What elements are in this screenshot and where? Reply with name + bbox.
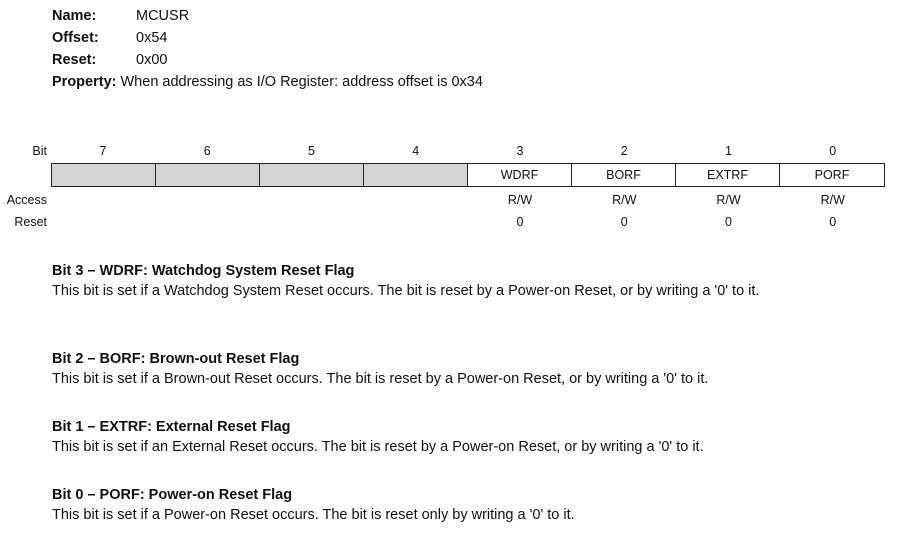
access-value-1: R/W [716,193,741,207]
section-body-borf: This bit is set if a Brown-out Reset occ… [52,371,709,387]
reset-value-2: 0 [620,215,628,229]
bit-name-cell-3: WDRF [468,164,572,186]
bit-number-7: 7 [99,144,107,158]
reserved-bit-cell-4 [364,164,468,186]
bit-name-cell-0: PORF [814,168,850,182]
reserved-bit-cell-5 [260,164,364,186]
bit-number-2: 2 [620,144,628,158]
bit-number-3: 3 [516,144,524,158]
section-title-extrf: Bit 1 – EXTRF: External Reset Flag [52,419,291,435]
reset-row-label: Reset [14,215,47,229]
reserved-bit-cell-6 [156,164,260,186]
access-row-label: Access [6,193,47,207]
reset-label: Reset: [52,52,97,68]
register-reset-row: Reset: 0x00 [52,50,167,70]
section-title-borf: Bit 2 – BORF: Brown-out Reset Flag [52,351,300,367]
section-body-wdrf: This bit is set if a Watchdog System Res… [52,283,760,299]
access-value-2: R/W [612,193,637,207]
bit-number-5: 5 [308,144,315,158]
reset-value-0: 0 [829,215,837,229]
property-value: When addressing as I/O Register: address… [120,74,483,90]
section-title-wdrf: Bit 3 – WDRF: Watchdog System Reset Flag [52,263,355,279]
reset-value-1: 0 [725,215,732,229]
name-value: MCUSR [136,8,190,24]
register-property-row: Property: When addressing as I/O Registe… [52,72,483,92]
bit-name-cell-2: BORF [572,164,676,186]
property-label: Property: [52,74,117,90]
offset-label: Offset: [52,30,99,46]
access-value-0: R/W [820,193,845,207]
reset-value: 0x00 [136,52,168,68]
register-offset-row: Offset: 0x54 [52,28,167,48]
section-title-porf: Bit 0 – PORF: Power-on Reset Flag [52,487,293,503]
reserved-bit-cell-7 [52,164,156,186]
bit-number-4: 4 [412,144,420,158]
name-label: Name: [52,8,97,24]
register-name-row: Name: MCUSR [52,6,189,26]
access-value-3: R/W [507,193,533,207]
bit-number-0: 0 [829,144,837,158]
offset-value: 0x54 [136,30,168,46]
section-body-extrf: This bit is set if an External Reset occ… [52,439,704,455]
bit-row-label: Bit [32,144,47,158]
section-body-porf: This bit is set if a Power-on Reset occu… [52,507,575,523]
reset-value-3: 0 [516,215,524,229]
bit-name-cell-1: EXTRF [676,164,780,186]
bit-number-1: 1 [725,144,732,158]
bit-number-6: 6 [203,144,211,158]
